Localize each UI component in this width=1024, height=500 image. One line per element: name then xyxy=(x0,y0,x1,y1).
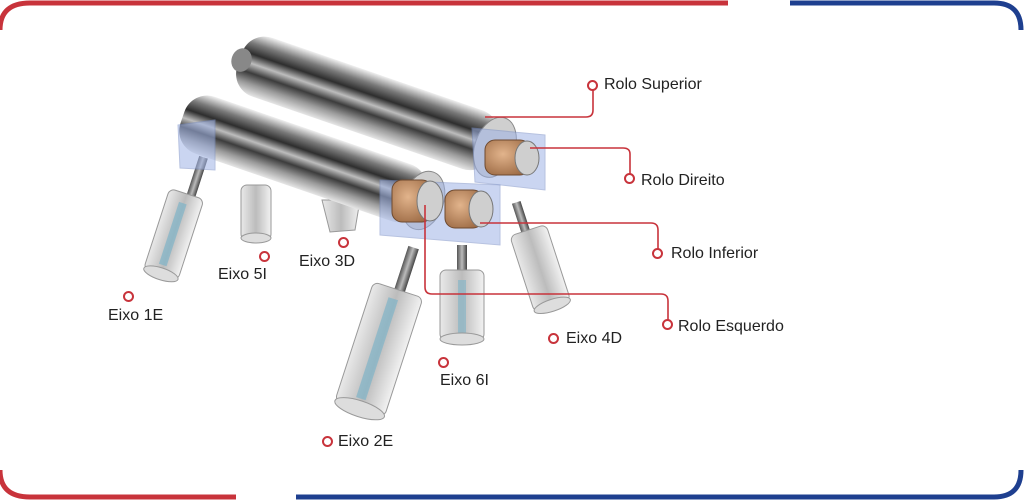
leader-rolo-inferior xyxy=(480,222,659,251)
label-eixo-2e: Eixo 2E xyxy=(338,433,394,450)
top-blue-bar xyxy=(790,0,1024,31)
dot-rolo-esquerdo xyxy=(662,319,673,330)
dot-eixo-2e xyxy=(322,436,333,447)
top-red-bar xyxy=(0,0,728,31)
dot-eixo-1e xyxy=(123,291,134,302)
bushing-rolo-esquerdo xyxy=(391,179,444,223)
eixo-2e-cylinder xyxy=(334,245,422,421)
dot-eixo-3d xyxy=(338,237,349,248)
label-eixo-6i: Eixo 6I xyxy=(440,372,489,389)
leader-rolo-esquerdo xyxy=(424,205,669,322)
left-housing xyxy=(177,119,216,171)
eixo-5i-cylinder xyxy=(240,184,272,244)
bottom-blue-bar xyxy=(296,469,1024,500)
label-rolo-esquerdo: Rolo Esquerdo xyxy=(678,318,784,335)
eixo-6i-cylinder xyxy=(439,245,485,346)
eixo-4d-cylinder xyxy=(510,201,571,315)
dot-rolo-direito xyxy=(624,173,635,184)
leader-lines xyxy=(424,87,669,322)
dot-eixo-4d xyxy=(548,333,559,344)
label-rolo-superior: Rolo Superior xyxy=(604,76,702,93)
dot-rolo-superior xyxy=(587,80,598,91)
bushing-rolo-direito xyxy=(484,139,540,176)
label-rolo-inferior: Rolo Inferior xyxy=(671,245,759,262)
bushing-rolo-inferior xyxy=(444,189,494,229)
label-rolo-direito: Rolo Direito xyxy=(641,172,725,189)
roller-assembly xyxy=(143,36,571,421)
eixo-1e-cylinder xyxy=(143,155,208,283)
dot-rolo-inferior xyxy=(652,248,663,259)
label-eixo-5i: Eixo 5I xyxy=(218,266,267,283)
leader-rolo-direito xyxy=(530,147,631,176)
dot-eixo-6i xyxy=(438,357,449,368)
label-eixo-3d: Eixo 3D xyxy=(299,253,356,270)
leader-rolo-superior xyxy=(485,87,594,118)
bottom-red-bar xyxy=(0,469,236,500)
dot-eixo-5i xyxy=(259,251,270,262)
label-eixo-1e: Eixo 1E xyxy=(108,307,164,324)
label-eixo-4d: Eixo 4D xyxy=(566,330,623,347)
